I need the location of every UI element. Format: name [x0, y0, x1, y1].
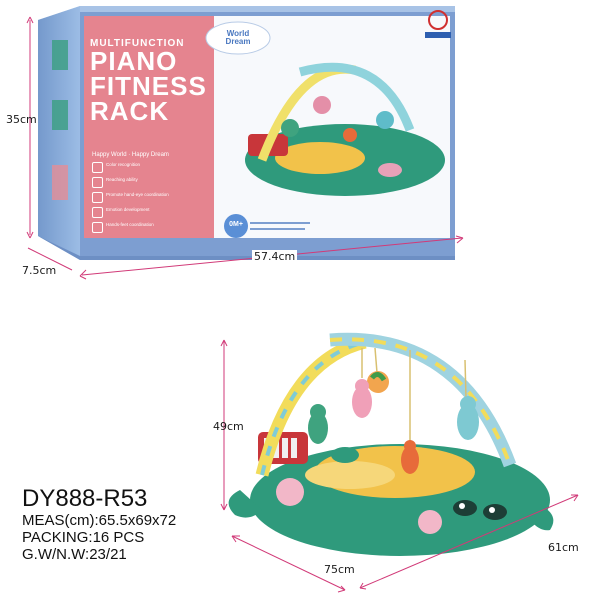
feature-title: Color recognition	[106, 162, 141, 167]
box-tagline: Happy World · Happy Dream	[92, 152, 169, 158]
product-photo	[228, 332, 554, 556]
feature-icon	[92, 222, 103, 233]
box-subtitle: MULTIFUNCTION	[90, 38, 185, 49]
feature-item: Promote hand-eye coordination	[92, 192, 210, 203]
age-badge: 0M+	[229, 221, 243, 228]
model-number: DY888-R53	[22, 485, 148, 512]
feature-item: Emotion development	[92, 207, 210, 218]
box-height-label: 35cm	[6, 113, 37, 126]
feature-title: Promote hand-eye coordination	[106, 192, 169, 197]
box-dimension-lines	[26, 16, 464, 280]
feature-item: Color recognition	[92, 162, 210, 173]
spec-block: DY888-R53 MEAS(cm):65.5x69x72 PACKING:16…	[22, 485, 177, 564]
box-title-line3: RACK	[90, 96, 170, 126]
product-box	[38, 6, 455, 260]
feature-icon	[92, 192, 103, 203]
feature-icon	[92, 162, 103, 173]
weight-line: G.W/N.W:23/21	[22, 546, 127, 563]
feature-title: Hands-feet coordination	[106, 222, 154, 227]
feature-item: Hands-feet coordination	[92, 222, 210, 233]
feature-item: Reaching ability	[92, 177, 210, 188]
world-dream-badge: World Dream	[225, 29, 251, 46]
product-width-label: 61cm	[548, 541, 579, 554]
product-height-label: 49cm	[213, 420, 244, 433]
box-title-line1: PIANO	[90, 46, 178, 76]
box-title-line2: FITNESS	[90, 71, 207, 101]
box-depth-label: 7.5cm	[22, 264, 57, 277]
box-title: MULTIFUNCTION PIANO FITNESS RACK	[90, 38, 207, 124]
feature-list: Happy World · Happy Dream Color recognit…	[92, 152, 210, 237]
product-dimension-lines	[220, 339, 579, 593]
product-length-label: 75cm	[324, 563, 355, 576]
feature-title: Emotion development	[106, 207, 150, 212]
box-length-label: 57.4cm	[252, 250, 298, 263]
feature-icon	[92, 177, 103, 188]
feature-title: Reaching ability	[106, 177, 138, 182]
packing-line: PACKING:16 PCS	[22, 529, 145, 546]
feature-icon	[92, 207, 103, 218]
meas-line: MEAS(cm):65.5x69x72	[22, 512, 177, 529]
